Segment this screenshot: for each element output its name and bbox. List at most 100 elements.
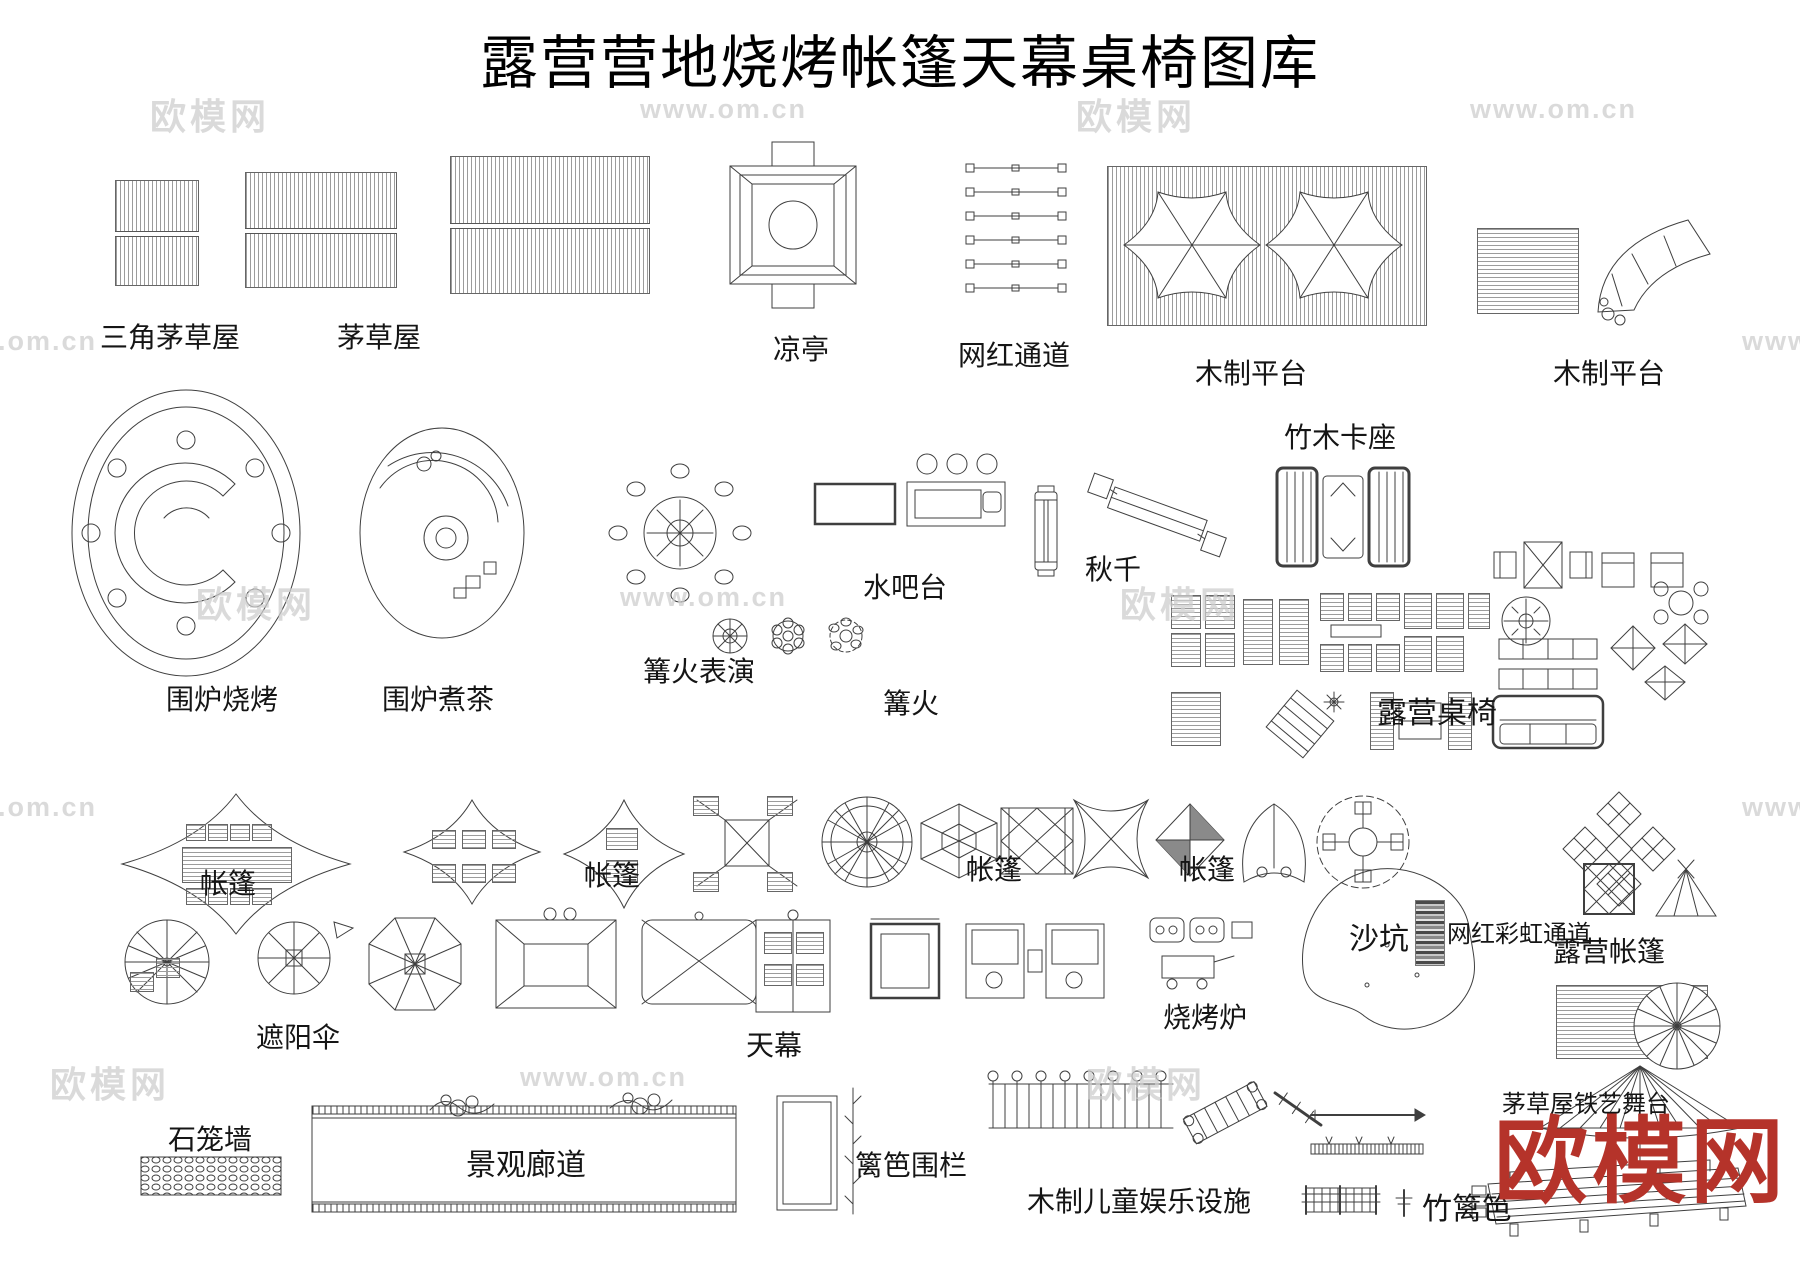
picnic-table-drawing xyxy=(1398,702,1442,740)
tent-table-drawing xyxy=(606,860,638,882)
label-rainbow-channel: 网红彩虹通道 xyxy=(1447,922,1591,948)
tent-chair-drawing xyxy=(693,796,719,816)
slat-seat-drawing xyxy=(1348,593,1372,621)
tent-table-drawing xyxy=(606,828,638,850)
watermark-brand: 欧模网 xyxy=(1076,96,1197,137)
slat-seat-drawing xyxy=(1348,644,1372,672)
watermark-site: www.om.cn xyxy=(1742,326,1800,356)
hex-tarp-drawing xyxy=(918,802,1000,880)
tent-chair-drawing xyxy=(186,888,206,905)
slat-seat-drawing xyxy=(1404,636,1432,672)
tent-chair-drawing xyxy=(252,888,272,905)
wheel-tent-drawing xyxy=(821,796,913,888)
tent-chair-drawing xyxy=(230,824,250,841)
label-tent-1: 帐篷 xyxy=(200,869,257,900)
swing-drawing xyxy=(1082,466,1232,564)
round-cross-table-drawing xyxy=(1500,595,1552,647)
label-gabion-wall: 石笼墙 xyxy=(168,1125,253,1156)
tent-chair-drawing xyxy=(230,888,250,905)
label-camping-table-chairs: 露营桌椅 xyxy=(1377,697,1497,730)
label-pavilion: 凉亭 xyxy=(773,335,830,366)
canopy-star-drawing xyxy=(1120,170,1265,320)
tilted-slat-table-drawing xyxy=(1265,688,1348,759)
label-fence-railing: 篱笆围栏 xyxy=(855,1151,968,1182)
tent-chair-drawing xyxy=(796,964,824,986)
slat-seat-drawing xyxy=(1376,644,1400,672)
watermark-brand: 欧模网 xyxy=(50,1064,171,1105)
slat-seat-drawing xyxy=(1171,595,1201,629)
tent-chair-drawing xyxy=(767,872,793,892)
lounge-set-drawing xyxy=(964,916,1106,1006)
parasol-seat-drawing xyxy=(130,972,154,992)
octagon-umbrella-drawing xyxy=(367,916,463,1012)
label-tri-thatch-hut: 三角茅草屋 xyxy=(100,323,241,354)
star-tent-drawing xyxy=(1068,794,1154,884)
tent-chair-drawing xyxy=(796,932,824,954)
label-tent-2: 帐篷 xyxy=(584,861,641,892)
label-camping-tent: 露营帐篷 xyxy=(1553,937,1666,968)
canopy-square-drawing xyxy=(867,916,943,1002)
bamboo-fence-grid-drawing xyxy=(1301,1184,1381,1216)
slat-seat-drawing xyxy=(1436,593,1464,629)
curve-tent-drawing xyxy=(1234,802,1314,886)
tent-chair-drawing xyxy=(767,796,793,816)
bamboo-post-drawing xyxy=(1394,1188,1414,1218)
label-wooden-kids-playground: 木制儿童娱乐设施 xyxy=(1027,1187,1252,1218)
watermark-site: www.om.cn xyxy=(620,582,788,612)
slat-bench-drawing xyxy=(1370,692,1394,750)
side-tables-drawing xyxy=(1601,551,1687,589)
tent-chair-drawing xyxy=(252,824,272,841)
pavilion-drawing xyxy=(728,140,858,312)
parasol-seat-drawing xyxy=(156,958,180,978)
thatch-roof-drawing xyxy=(450,156,650,294)
watermark-site: www.om.cn xyxy=(0,326,98,356)
parasol-drawing xyxy=(109,916,359,1016)
tent-chair-drawing xyxy=(208,824,228,841)
label-bonfire-show: 篝火表演 xyxy=(643,657,756,688)
tent-chair-drawing xyxy=(492,830,516,849)
label-swing: 秋千 xyxy=(1085,555,1142,586)
tent-chair-drawing xyxy=(492,864,516,883)
brazier-tea-drawing xyxy=(358,426,525,642)
gabion-wall-drawing xyxy=(140,1156,282,1196)
camping-tent-drawing xyxy=(1582,858,1722,918)
playground-fence-drawing xyxy=(987,1066,1177,1136)
slat-seat-drawing xyxy=(1205,595,1235,629)
label-bamboo-fence: 竹篱笆 xyxy=(1422,1193,1512,1226)
bamboo-wood-booth-drawing xyxy=(1275,466,1411,568)
tent-chair-drawing xyxy=(693,872,719,892)
slat-table-drawing xyxy=(1171,692,1221,746)
round-table-dots-drawing xyxy=(1653,578,1709,628)
tent-chair-drawing xyxy=(462,830,486,849)
fan-deck-drawing xyxy=(1592,214,1720,326)
tent-tarp-drawing xyxy=(402,796,542,908)
label-landscape-corridor: 景观廊道 xyxy=(466,1149,586,1182)
brazier-bbq-drawing xyxy=(69,388,304,678)
tent-chair-drawing xyxy=(764,932,792,954)
label-tent-3: 帐篷 xyxy=(966,855,1023,886)
wood-deck-drawing xyxy=(1477,228,1579,314)
label-thatched-iron-stage: 茅草屋铁艺舞台 xyxy=(1502,1092,1670,1118)
label-wood-platform-1: 木制平台 xyxy=(1195,359,1308,390)
round-table-tent-drawing xyxy=(1315,794,1411,890)
label-parasol: 遮阳伞 xyxy=(256,1023,341,1054)
tent-chair-drawing xyxy=(764,964,792,986)
slat-bench-drawing xyxy=(1279,599,1309,665)
watermark-brand: 欧模网 xyxy=(1086,1064,1207,1105)
thatch-hut-drawing xyxy=(245,172,397,288)
bonfire-drawing xyxy=(706,610,866,662)
slat-bench-drawing xyxy=(1243,599,1273,665)
bonfire-show-drawing xyxy=(608,455,752,607)
landscape-corridor-drawing xyxy=(310,1092,738,1220)
table-bench-tent-drawing xyxy=(752,909,834,1016)
tri-thatch-hut-drawing xyxy=(115,180,199,286)
watermark-site: www.om.cn xyxy=(1470,94,1638,124)
thatched-stage-drawing xyxy=(1470,1064,1760,1259)
watermark-site: www.om.cn xyxy=(520,1062,688,1092)
slat-bench-drawing xyxy=(1448,692,1472,750)
tent-tarp-drawing xyxy=(562,796,686,912)
label-water-bar: 水吧台 xyxy=(863,573,948,604)
water-bar-drawing xyxy=(813,452,1006,536)
label-tent-4: 帐篷 xyxy=(1179,855,1236,886)
square-x-tent-drawing xyxy=(999,802,1075,880)
